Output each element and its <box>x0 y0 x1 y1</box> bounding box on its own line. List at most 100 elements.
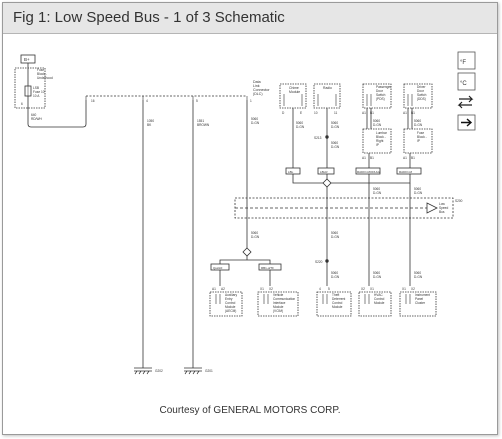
bottom-splice: QuickF RB1-ofTF S220 5060 D-GN 5060 D-GN… <box>210 234 423 286</box>
chime-name-2: Module <box>289 90 300 94</box>
ipc-color: D-GN <box>414 275 423 279</box>
dlc-name-1: Data <box>253 80 261 84</box>
theft-circuit-upper: 5060 <box>331 231 338 235</box>
ipfuse-name-1: Fuse <box>417 131 424 135</box>
dlc-wire-color: D-GN <box>251 121 260 125</box>
ground-2-circuit: 1551 <box>197 119 204 123</box>
ipfuse-pin-b1: B1 <box>411 156 415 160</box>
fuse-block-name-3: Underhood <box>37 76 53 80</box>
chime-pin-e: E <box>300 111 302 115</box>
driver-door-switch: Driver Door Switch (DDS) A1 B1 Fuse Bloc… <box>403 83 433 166</box>
radio-circuit: 5060 <box>331 121 338 125</box>
aecm-module: A1 A2 Auxiliary Entry Control Module (AE… <box>209 287 243 317</box>
dds-pin-a1: A1 <box>403 111 407 115</box>
svg-text:A1: A1 <box>212 287 216 291</box>
ground-2-color: BROWN <box>197 123 210 127</box>
theft-color-upper: D-GN <box>331 235 340 239</box>
battery-hot-label: B+ <box>24 57 30 62</box>
pds-name-1: Passenger <box>376 85 392 89</box>
hvac-color: D-GN <box>373 275 382 279</box>
theft-splice: S220 <box>315 260 323 264</box>
dlc-pin-4: 4 <box>146 99 148 103</box>
dlc-name-4: (DLC) <box>253 92 263 96</box>
ground-1-circuit: 1050 <box>147 119 154 123</box>
svg-text:LBLR: LBLR <box>320 170 328 174</box>
theft-module: 4 5 Theft Deterrent Control Module <box>316 287 352 317</box>
chime-circuit: 5060 <box>296 121 303 125</box>
pds-pin-a1: A1 <box>362 111 366 115</box>
ipc-circuit: 5060 <box>414 271 421 275</box>
vcim-module: X1 X2 Vehicle Communication Interface Mo… <box>257 287 299 317</box>
theft-circuit: 5060 <box>331 271 338 275</box>
svg-text:4: 4 <box>319 287 321 291</box>
degrees-fahrenheit-icon[interactable]: °F <box>457 51 476 70</box>
ground-symbol-2 <box>184 367 202 375</box>
svg-text:LBL: LBL <box>288 170 294 174</box>
pds-name-4: (PDS) <box>376 97 385 101</box>
dlc-circuit: 5060 <box>251 117 258 121</box>
svg-text:X2: X2 <box>411 287 415 291</box>
dlc-splice-diamond <box>242 247 252 257</box>
fuse-to-dlc-wire <box>27 100 87 128</box>
dds-bus-color: D-GN <box>414 191 423 195</box>
hvac-circuit: 5060 <box>373 271 380 275</box>
svg-text:Module: Module <box>273 305 284 309</box>
svg-text:Control: Control <box>332 301 343 305</box>
chime-pin-d: D <box>282 111 285 115</box>
pds-circuit: 5060 <box>373 119 380 123</box>
svg-text:Module: Module <box>332 305 343 309</box>
ground-1-label: G202 <box>155 369 163 373</box>
bus-arrow <box>426 202 438 214</box>
bus-signal-3: Bus <box>439 210 445 214</box>
bus-signal-1: Low <box>439 202 446 206</box>
tag-radio-m <box>396 167 422 175</box>
chime-color: D-GN <box>296 125 305 129</box>
lumbar-name-3: Right <box>376 139 384 143</box>
chime-module: Chime Module D E 5060 D-GN <box>279 83 307 166</box>
fuse-label-3: 10 A <box>33 94 40 98</box>
svg-text:Deterrent: Deterrent <box>332 297 345 301</box>
theft-color: D-GN <box>331 275 340 279</box>
chime-name-1: Chime <box>289 86 299 90</box>
next-arrow-icon[interactable] <box>457 114 476 131</box>
dlc-name-2: Link <box>253 84 260 88</box>
svg-text:X1: X1 <box>260 287 264 291</box>
svg-text:(AECM): (AECM) <box>225 309 236 313</box>
tag-radio-module <box>355 167 381 175</box>
svg-text:Interface: Interface <box>273 301 286 305</box>
svg-text:RADIO-M: RADIO-M <box>399 170 413 174</box>
dlc-connector: 16 4 5 1 Data Link Connector (DLC) 5060 … <box>85 80 270 248</box>
svg-text:HVAC: HVAC <box>374 293 383 297</box>
ipfuse-name-3: IP <box>417 139 420 143</box>
svg-text:5: 5 <box>328 287 330 291</box>
svg-text:Module: Module <box>374 301 385 305</box>
dds-color: D-GN <box>414 123 423 127</box>
pds-name-3: Switch <box>376 93 386 97</box>
dds-circuit: 5060 <box>414 119 421 123</box>
svg-text:Control: Control <box>374 297 385 301</box>
fuse-block-name-1: Fuse <box>37 68 44 72</box>
schematic: °F °C B+ Fuse Block - Underhood LSB Fuse… <box>7 38 489 396</box>
bottom-modules: A1 A2 Auxiliary Entry Control Module (AE… <box>209 287 437 317</box>
bus-label: S200 <box>455 199 463 203</box>
figure-frame: Fig 1: Low Speed Bus - 1 of 3 Schematic … <box>2 2 498 435</box>
swap-arrows-icon[interactable] <box>457 95 474 109</box>
svg-text:Auxiliary: Auxiliary <box>225 293 237 297</box>
dlc-bus-circuit: 5060 <box>251 231 258 235</box>
lumbar-name-1: Lumbar <box>376 131 388 135</box>
dds-name-1: Driver <box>417 85 426 89</box>
pds-pin-b1: B1 <box>370 111 374 115</box>
ground-1-color: BK <box>147 123 152 127</box>
hvac-module: X2 X1 HVAC Control Module <box>358 287 392 317</box>
radio-color-2: D-GN <box>331 145 340 149</box>
degrees-celsius-icon[interactable]: °C <box>457 72 476 91</box>
dlc-pin-16: 16 <box>91 99 95 103</box>
f-label: °F <box>460 60 466 66</box>
svg-text:X1: X1 <box>402 287 406 291</box>
fuse-label-2: Fuse 10 <box>33 90 45 94</box>
radio-pin-11: 11 <box>334 111 338 115</box>
svg-text:RB1-ofTF: RB1-ofTF <box>261 266 274 270</box>
lumbar-pin-b1: B1 <box>370 156 374 160</box>
schematic-svg: °F °C B+ Fuse Block - Underhood LSB Fuse… <box>14 51 476 375</box>
svg-text:X1: X1 <box>370 287 374 291</box>
